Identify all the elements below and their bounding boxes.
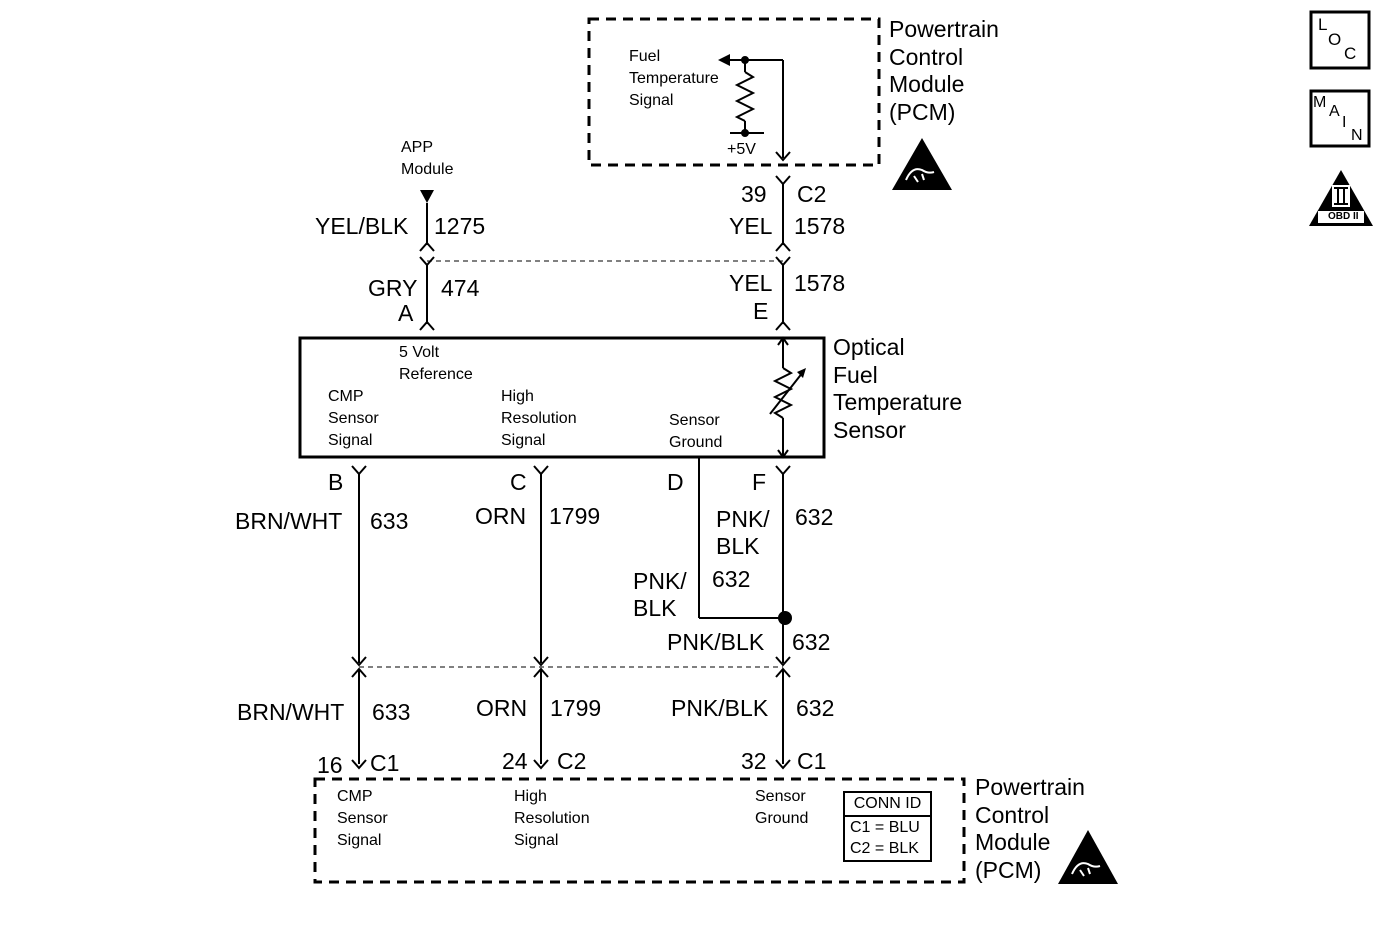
pcm-top-box	[587, 17, 881, 167]
obd-ii-text: OBD II	[1328, 211, 1359, 222]
pcm-top-connector: C2	[797, 181, 827, 207]
pcm-bottom-pin: 32	[741, 748, 767, 774]
pcm-top-pin: 39	[741, 181, 767, 207]
pin-label: D	[667, 469, 684, 495]
main-letter: M	[1313, 94, 1327, 111]
pcm-cmp-label: CMP Sensor Signal	[337, 788, 388, 849]
conn-id-row: C1 = BLU	[850, 819, 920, 836]
pcm-bottom-title: Powertrain Control Module (PCM)	[975, 774, 1085, 883]
wire-color-label: YEL	[729, 213, 773, 239]
hires-signal-label: High Resolution Signal	[501, 388, 577, 449]
pin-label: B	[328, 469, 344, 495]
main-letter: N	[1351, 127, 1363, 144]
esd-warning-icon	[1058, 830, 1118, 884]
splice-dot	[778, 611, 792, 625]
circuit-number-label: 632	[792, 629, 831, 655]
pcm-bottom-connector: C2	[557, 748, 587, 774]
circuit-number-label: 632	[795, 504, 834, 530]
wire-color-label: YEL/BLK	[315, 213, 409, 239]
pcm-bottom-connector: C1	[370, 750, 400, 776]
wire-color-label: GRY	[368, 275, 418, 301]
pcm-hires-label: High Resolution Signal	[514, 788, 590, 849]
circuit-number-label: 1578	[794, 213, 846, 239]
loc-letter: O	[1328, 30, 1342, 49]
circuit-number-label: 632	[796, 695, 835, 721]
circuit-number-label: 1799	[549, 503, 601, 529]
loc-letter: C	[1344, 44, 1357, 63]
circuit-number-label: 633	[370, 508, 409, 534]
loc-icon	[1309, 10, 1371, 70]
wire-color-label: ORN	[476, 695, 528, 721]
circuit-number-label: 1275	[434, 213, 486, 239]
conn-id-row: C2 = BLK	[850, 840, 919, 857]
pcm-bottom-connector: C1	[797, 748, 827, 774]
circuit-number-label: 1799	[550, 695, 602, 721]
pin-label: A	[398, 300, 414, 326]
wire-color-label: YEL	[729, 270, 773, 296]
pin-label: C	[510, 469, 527, 495]
sensor-ground-label: Sensor Ground	[669, 412, 723, 451]
app-module-label: APP Module	[401, 139, 454, 178]
circuit-number-label: 1578	[794, 270, 846, 296]
main-letter: I	[1342, 114, 1347, 131]
wire-color-label: ORN	[475, 503, 527, 529]
conn-id-box: CONN ID C1 = BLU C2 = BLK	[843, 791, 932, 862]
pcm-pullup-resistor	[734, 71, 756, 122]
conn-id-header: CONN ID	[845, 793, 930, 817]
pcm-top-title: Powertrain Control Module (PCM)	[889, 16, 999, 125]
main-icon	[1309, 89, 1371, 148]
esd-warning-icon	[892, 138, 952, 190]
pcm-bottom-pin: 16	[317, 752, 343, 778]
obd-ii-icon	[1309, 170, 1373, 226]
circuit-number-label: 632	[712, 566, 751, 592]
sensor-title: Optical Fuel Temperature Sensor	[833, 334, 963, 443]
cmp-signal-label: CMP Sensor Signal	[328, 388, 379, 449]
ref-5v-label: 5 Volt Reference	[399, 344, 473, 383]
sensor-box	[298, 336, 826, 459]
circuit-number-label: 633	[372, 699, 411, 725]
main-letter: A	[1329, 103, 1340, 120]
wire-color-label: PNK/BLK	[667, 629, 765, 655]
fuel-temp-signal-label: Fuel Temperature Signal	[629, 48, 719, 109]
pcm-ground-label: Sensor Ground	[755, 788, 809, 827]
circuit-number-label: 474	[441, 275, 480, 301]
pcm-bottom-pin: 24	[502, 748, 528, 774]
pin-label: E	[753, 298, 769, 324]
pcm-bottom-box	[313, 777, 966, 884]
thermistor-icon	[772, 367, 794, 419]
wire-color-label: PNK/ BLK	[716, 506, 770, 559]
wire-color-label: PNK/BLK	[671, 695, 769, 721]
loc-letter: L	[1318, 15, 1328, 34]
wire-color-label: PNK/ BLK	[633, 568, 687, 621]
wire-color-label: BRN/WHT	[235, 508, 343, 534]
pin-label: F	[752, 469, 767, 495]
wire-color-label: BRN/WHT	[237, 699, 345, 725]
supply-5v-label: +5V	[727, 141, 756, 158]
